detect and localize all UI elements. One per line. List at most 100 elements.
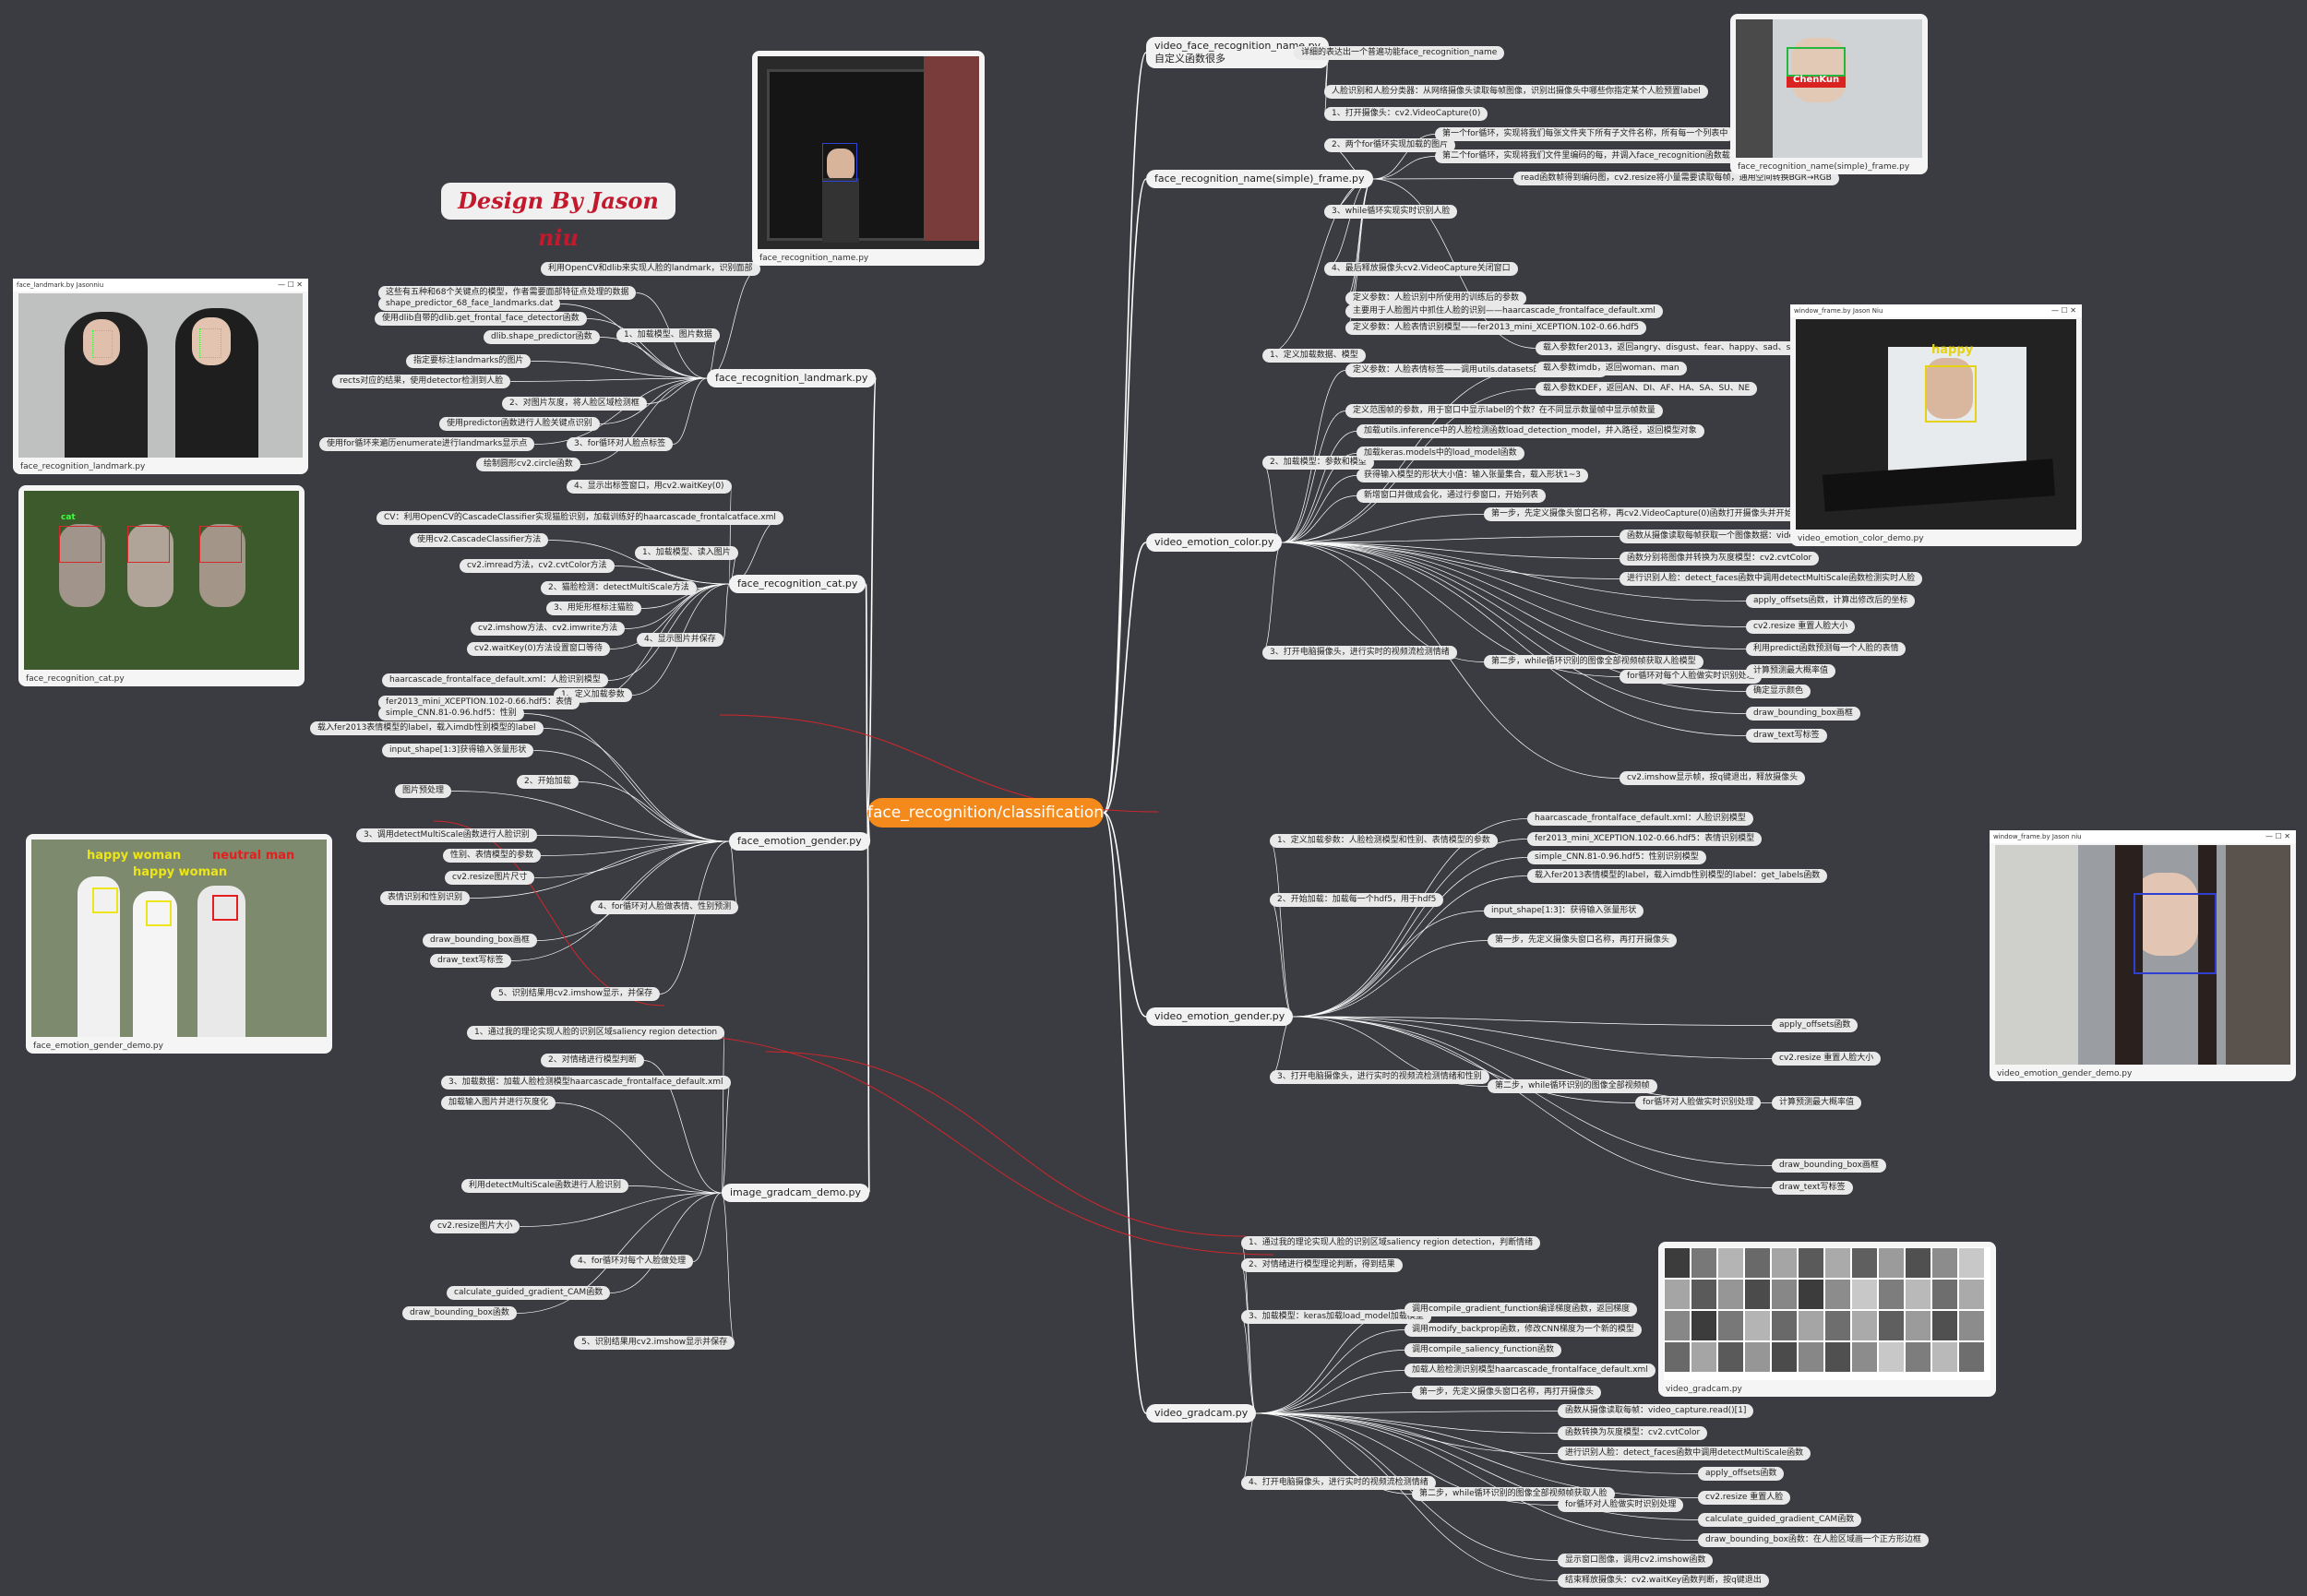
subtopic[interactable]: apply_offsets函数 bbox=[1698, 1467, 1785, 1481]
subtopic[interactable]: 调用compile_saliency_function函数 bbox=[1405, 1343, 1561, 1357]
subtopic[interactable]: 定义范围帧的参数，用于窗口中显示label的个数？在不同显示数量帧中显示帧数量 bbox=[1345, 404, 1663, 418]
subtopic[interactable]: 加载keras.models中的load_model函数 bbox=[1357, 447, 1524, 460]
subtopic[interactable]: 2、对图片灰度，将人脸区域检测框 bbox=[502, 397, 647, 411]
subtopic[interactable]: 3、while循环实现实时识别人脸 bbox=[1324, 205, 1458, 219]
subtopic[interactable]: 加载输入图片并进行灰度化 bbox=[441, 1096, 556, 1110]
subtopic[interactable]: cv2.resize图片大小 bbox=[430, 1220, 520, 1233]
subtopic[interactable]: 4、显示图片并保存 bbox=[637, 633, 723, 647]
subtopic[interactable]: draw_bounding_box函数：在人脸区域画一个正方形边框 bbox=[1698, 1533, 1929, 1547]
subtopic[interactable]: 4、for循环对人脸做表情、性别预测 bbox=[591, 900, 739, 914]
subtopic[interactable]: haarcascade_frontalface_default.xml：人脸识别… bbox=[382, 673, 608, 687]
subtopic[interactable]: 函数转换为灰度模型：cv2.cvtColor bbox=[1558, 1426, 1708, 1440]
window-controls[interactable]: — ☐ ✕ bbox=[2265, 832, 2290, 840]
subtopic[interactable]: apply_offsets函数，计算出修改后的坐标 bbox=[1746, 594, 1916, 608]
subtopic[interactable]: draw_text写标签 bbox=[1772, 1181, 1853, 1195]
subtopic[interactable]: 表情识别和性别识别 bbox=[380, 891, 471, 905]
subtopic[interactable]: calculate_guided_gradient_CAM函数 bbox=[447, 1286, 611, 1300]
subtopic[interactable]: 4、最后释放摄像头cv2.VideoCapture关闭窗口 bbox=[1324, 262, 1518, 276]
subtopic[interactable]: cv2.resize 重置人脸大小 bbox=[1746, 620, 1856, 634]
subtopic[interactable]: 使用dlib自带的dlib.get_frontal_face_detector函… bbox=[375, 312, 587, 326]
subtopic[interactable]: for循环对人脸做实时识别处理 bbox=[1558, 1498, 1684, 1512]
subtopic[interactable]: shape_predictor_68_face_landmarks.dat bbox=[378, 297, 561, 311]
subtopic[interactable]: calculate_guided_gradient_CAM函数 bbox=[1698, 1513, 1862, 1527]
subtopic[interactable]: 2、对情绪进行模型判断 bbox=[541, 1054, 644, 1067]
subtopic[interactable]: 确定显示颜色 bbox=[1746, 685, 1811, 698]
subtopic[interactable]: 新增窗口并做成会化，通过行参窗口，开始列表 bbox=[1357, 489, 1547, 503]
subtopic[interactable]: apply_offsets函数 bbox=[1772, 1018, 1859, 1032]
subtopic[interactable]: 获得输入模型的形状大小值：输入张量集合，载入形状1~3 bbox=[1357, 469, 1588, 482]
topic-face-recognition-simple-frame[interactable]: face_recognition_name(simple)_frame.py bbox=[1146, 170, 1373, 188]
subtopic[interactable]: 3、打开电脑摄像头，进行实时的视频流检测情绪和性别 bbox=[1270, 1070, 1489, 1084]
subtopic[interactable]: for循环对每个人脸做实时识别处理 bbox=[1620, 670, 1763, 684]
subtopic[interactable]: 指定要标注landmarks的图片 bbox=[406, 354, 532, 368]
subtopic[interactable]: cv2.imshow方法、cv2.imwrite方法 bbox=[471, 622, 626, 636]
subtopic[interactable]: dlib.shape_predictor函数 bbox=[484, 330, 600, 344]
subtopic[interactable]: draw_text写标签 bbox=[1746, 729, 1827, 743]
subtopic[interactable]: 2、猫脸检测：detectMultiScale方法 bbox=[541, 581, 697, 595]
subtopic[interactable]: 第二个for循环，实现将我们文件里编码的每，并调入face_recognitio… bbox=[1435, 149, 1787, 163]
subtopic[interactable]: 加载人脸检测识别模型haarcascade_frontalface_defaul… bbox=[1405, 1364, 1656, 1377]
subtopic[interactable]: cv2.waitKey(0)方法设置窗口等待 bbox=[467, 642, 610, 656]
subtopic[interactable]: 4、打开电脑摄像头，进行实时的视频流检测情绪 bbox=[1241, 1476, 1436, 1490]
window-controls[interactable]: — ☐ ✕ bbox=[2051, 306, 2076, 315]
topic-image-gradcam-demo[interactable]: image_gradcam_demo.py bbox=[722, 1184, 869, 1202]
subtopic[interactable]: rects对应的结果，使用detector检测到人脸 bbox=[332, 375, 511, 388]
subtopic[interactable]: 4、for循环对每个人脸做处理 bbox=[570, 1255, 694, 1268]
subtopic[interactable]: 4、显示出标签窗口，用cv2.waitKey(0) bbox=[567, 480, 732, 494]
subtopic[interactable]: 利用detectMultiScale函数进行人脸识别 bbox=[461, 1179, 629, 1193]
subtopic[interactable]: 1、通过我的理论实现人脸的识别区域saliency region detecti… bbox=[467, 1026, 725, 1040]
subtopic[interactable]: draw_bounding_box画框 bbox=[1772, 1159, 1886, 1173]
subtopic[interactable]: 函数分别将图像并转换为灰度模型：cv2.cvtColor bbox=[1620, 552, 1820, 566]
subtopic[interactable]: 5、识别结果用cv2.imshow显示并保存 bbox=[574, 1336, 735, 1350]
subtopic[interactable]: 结束释放摄像头：cv2.waitKey函数判断，按q键退出 bbox=[1558, 1574, 1769, 1588]
subtopic[interactable]: fer2013_mini_XCEPTION.102-0.66.hdf5：表情识别… bbox=[1527, 832, 1763, 846]
subtopic[interactable]: 加载utils.inference中的人脸检测函数load_detection_… bbox=[1357, 424, 1704, 438]
subtopic[interactable]: 1、加载模型、图片数据 bbox=[616, 328, 720, 342]
subtopic[interactable]: cv2.resize 重置人脸 bbox=[1698, 1491, 1791, 1505]
subtopic[interactable]: 利用predict函数预测每一个人脸的表情 bbox=[1746, 642, 1907, 656]
subtopic[interactable]: 载入参数imdb，返回woman、man bbox=[1536, 362, 1687, 375]
subtopic[interactable]: simple_CNN.81-0.96.hdf5：性别识别模型 bbox=[1527, 851, 1706, 864]
subtopic[interactable]: 载入fer2013表情模型的label，载入imdb性别模型的label：get… bbox=[1527, 869, 1828, 883]
topic-video-emotion-gender[interactable]: video_emotion_gender.py bbox=[1146, 1007, 1294, 1026]
subtopic[interactable]: for循环对人脸做实时识别处理 bbox=[1635, 1096, 1762, 1110]
subtopic[interactable]: 第一步，先定义摄像头窗口名称，再打开摄像头 bbox=[1488, 934, 1678, 947]
subtopic[interactable]: 1、定义加载参数：人脸检测模型和性别、表情模型的参数 bbox=[1270, 834, 1498, 848]
subtopic[interactable]: 3、加载模型：keras加载load_model加载模型 bbox=[1241, 1310, 1431, 1324]
subtopic[interactable]: 进行识别人脸：detect_faces函数中调用detectMultiScale… bbox=[1558, 1447, 1811, 1460]
subtopic[interactable]: 绘制圆形cv2.circle函数 bbox=[476, 458, 580, 471]
subtopic[interactable]: 进行识别人脸：detect_faces函数中调用detectMultiScale… bbox=[1620, 572, 1923, 586]
subtopic[interactable]: 第二步，while循环识别的图像全部视频帧获取人脸 bbox=[1412, 1487, 1615, 1501]
subtopic[interactable]: 2、开始加载：加载每一个hdf5，用于hdf5 bbox=[1270, 893, 1444, 907]
subtopic[interactable]: 1、打开摄像头：cv2.VideoCapture(0) bbox=[1324, 107, 1488, 121]
subtopic[interactable]: 利用OpenCV和dlib来实现人脸的landmark，识别面部 bbox=[541, 262, 760, 276]
subtopic[interactable]: CV：利用OpenCV的CascadeClassifier实现猫脸识别，加载训练… bbox=[377, 511, 783, 525]
subtopic[interactable]: 这些有五种和68个关键点的模型，作者需要面部特征点处理的数据 bbox=[378, 286, 637, 300]
subtopic[interactable]: 3、调用detectMultiScale函数进行人脸识别 bbox=[356, 828, 537, 842]
subtopic[interactable]: 计算预测最大概率值 bbox=[1746, 664, 1836, 678]
subtopic[interactable]: cv2.imread方法，cv2.cvtColor方法 bbox=[460, 559, 615, 573]
subtopic[interactable]: 计算预测最大概率值 bbox=[1772, 1096, 1862, 1110]
subtopic[interactable]: 详细的表达出一个普遍功能face_recognition_name bbox=[1294, 46, 1505, 60]
subtopic[interactable]: 使用for循环来遍历enumerate进行landmarks显示点 bbox=[319, 437, 535, 451]
subtopic[interactable]: 3、for循环对人脸点标签 bbox=[567, 437, 674, 451]
topic-face-recognition-cat[interactable]: face_recognition_cat.py bbox=[729, 575, 867, 593]
topic-face-emotion-gender[interactable]: face_emotion_gender.py bbox=[729, 832, 870, 851]
subtopic[interactable]: simple_CNN.81-0.96.hdf5：性别 bbox=[378, 707, 524, 721]
subtopic[interactable]: input_shape[1:3]：获得输入张量形状 bbox=[1484, 904, 1644, 918]
subtopic[interactable]: cv2.resize图片尺寸 bbox=[445, 871, 535, 885]
subtopic[interactable]: fer2013_mini_XCEPTION.102-0.66.hdf5：表情 bbox=[378, 696, 580, 709]
subtopic[interactable]: 3、加载数据：加载人脸检测模型haarcascade_frontalface_d… bbox=[441, 1076, 731, 1090]
subtopic[interactable]: cv2.imshow显示帧，按q键退出，释放摄像头 bbox=[1620, 771, 1806, 785]
subtopic[interactable]: 载入fer2013表情模型的label，载入imdb性别模型的label bbox=[310, 721, 544, 735]
subtopic[interactable]: 显示窗口图像，调用cv2.imshow函数 bbox=[1558, 1554, 1714, 1567]
subtopic[interactable]: 性别、表情模型的参数 bbox=[443, 849, 542, 863]
subtopic[interactable]: 第二步，while循环识别的图像全部视频帧 bbox=[1488, 1079, 1657, 1093]
subtopic[interactable]: 函数从摄像读取每帧：video_capture.read()[1] bbox=[1558, 1404, 1754, 1418]
subtopic[interactable]: 使用predictor函数进行人脸关键点识别 bbox=[439, 417, 600, 431]
subtopic[interactable]: 定义参数：人脸识别中所使用的训练后的参数 bbox=[1345, 292, 1527, 305]
subtopic[interactable]: 第一个for循环，实现将我们每张文件夹下所有子文件名称，所有每一个列表中 bbox=[1435, 127, 1736, 141]
subtopic[interactable]: haarcascade_frontalface_default.xml：人脸识别… bbox=[1527, 812, 1753, 826]
topic-video-emotion-color[interactable]: video_emotion_color.py bbox=[1146, 533, 1283, 552]
subtopic[interactable]: 3、用矩形框标注猫脸 bbox=[546, 601, 641, 615]
